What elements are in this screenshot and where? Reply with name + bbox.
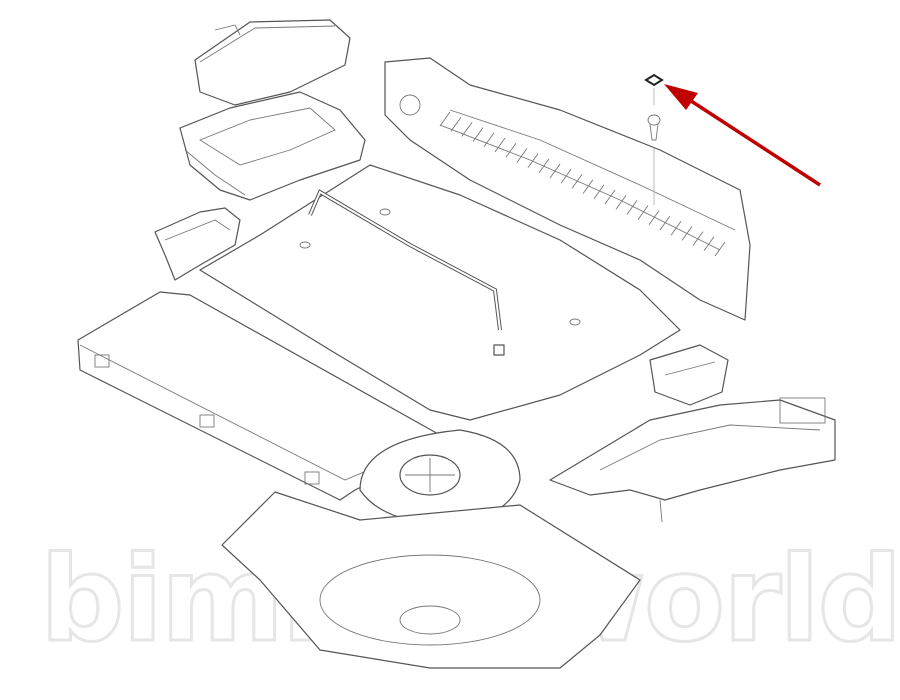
trim-rib [615, 194, 627, 210]
trim-rib [659, 215, 671, 231]
trim-rib [516, 148, 528, 163]
support-rod[interactable] [308, 189, 505, 356]
trim-rib [626, 200, 638, 215]
trim-rib [439, 111, 451, 127]
storage-tray-bracket[interactable] [179, 91, 366, 201]
trim-rib [505, 142, 517, 158]
trim-rib [483, 132, 495, 148]
highlight-arrow [664, 84, 821, 187]
side-bracket[interactable] [154, 207, 241, 281]
trim-rib [494, 137, 506, 153]
trim-rib [637, 205, 649, 220]
spare-wheel-well-insert[interactable] [221, 491, 641, 669]
loading-sill-trim[interactable] [384, 57, 751, 321]
trunk-floor-panel[interactable] [199, 164, 681, 421]
trim-rib [538, 158, 550, 174]
trim-rib [681, 226, 693, 241]
trim-rib [461, 122, 473, 137]
trim-rib [604, 189, 616, 205]
trunk-cover-lid[interactable] [194, 19, 351, 106]
trim-rib [527, 153, 539, 168]
trim-rib [593, 184, 605, 200]
trim-rib [549, 163, 561, 179]
small-bracket[interactable] [649, 344, 729, 406]
trim-rib [670, 220, 682, 236]
trim-rib [571, 174, 583, 189]
trim-rib [648, 210, 660, 226]
clip-nut[interactable] [644, 73, 664, 87]
trim-rib [714, 241, 726, 257]
screw[interactable] [647, 114, 661, 141]
trim-rib [450, 116, 462, 132]
spare-wheel-cover[interactable] [359, 429, 521, 526]
battery-tray-bracket[interactable] [549, 397, 836, 523]
trim-rib [692, 231, 704, 246]
trim-rib [703, 236, 715, 252]
trim-rib [472, 127, 484, 142]
trim-rib [560, 168, 572, 184]
trim-rib [582, 179, 594, 194]
